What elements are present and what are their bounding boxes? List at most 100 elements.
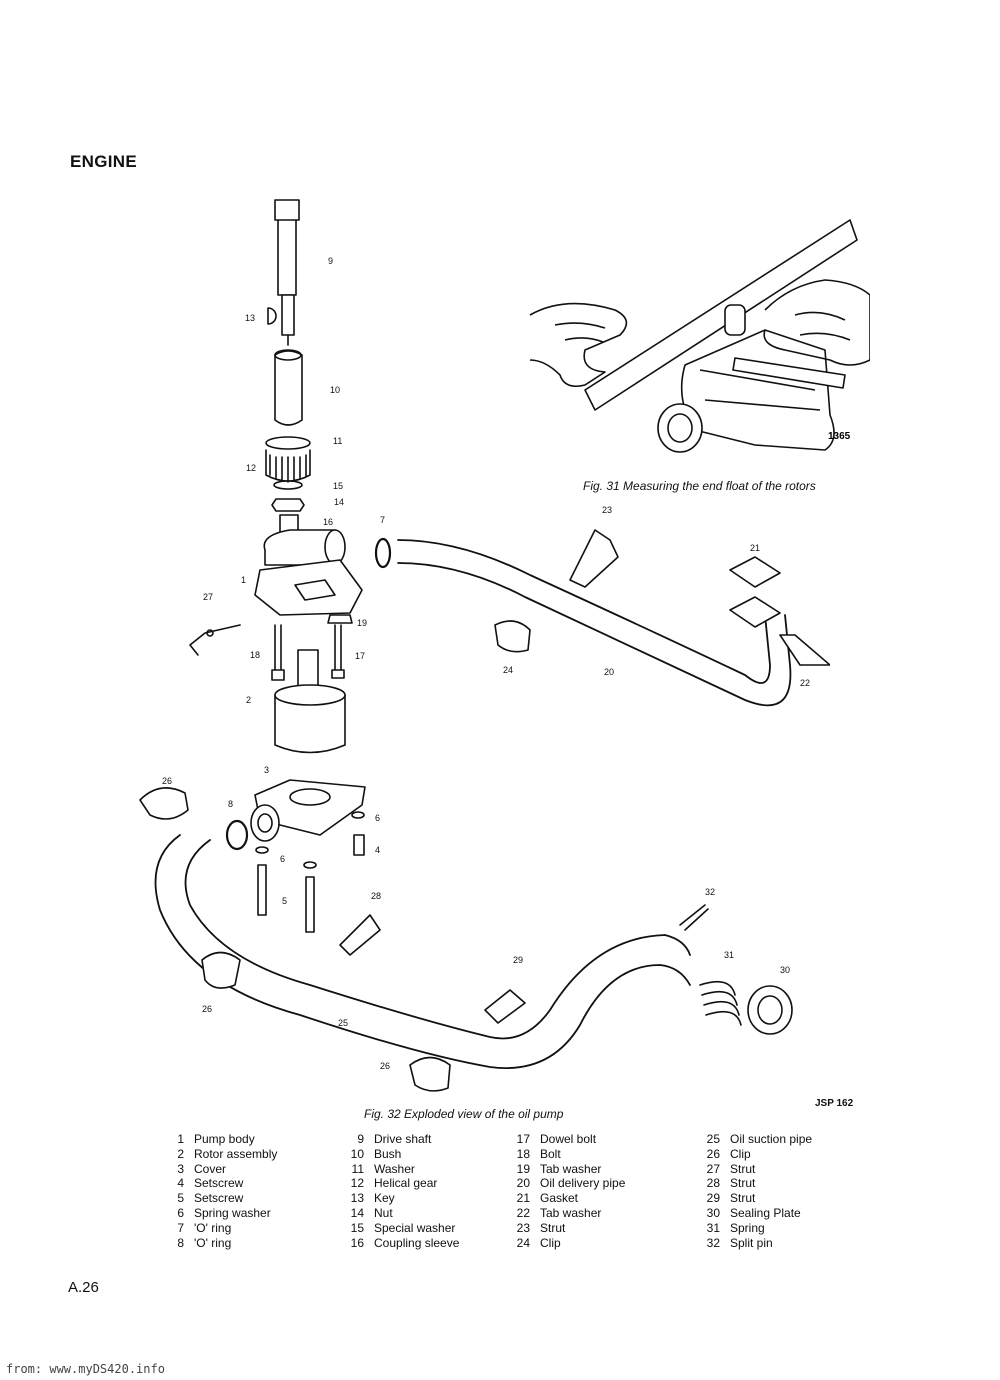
legend-item: 22 Tab washer (508, 1206, 625, 1221)
legend-number: 3 (177, 1161, 184, 1176)
legend-label: Drive shaft (374, 1132, 432, 1146)
legend-number: 26 (706, 1146, 720, 1161)
legend-label: Tab washer (540, 1205, 602, 1220)
legend-label: Key (374, 1191, 395, 1206)
callout-23: 23 (602, 505, 613, 515)
legend-label: Spring (730, 1220, 765, 1235)
legend-label: Strut (730, 1176, 756, 1191)
legend-number: 4 (177, 1176, 184, 1191)
legend-number: 14 (350, 1205, 364, 1220)
legend-label: Strut (540, 1220, 566, 1235)
legend-label: Oil delivery pipe (540, 1176, 626, 1191)
callout-12: 12 (246, 463, 257, 473)
legend-number: 20 (516, 1176, 530, 1191)
legend-number: 25 (706, 1132, 720, 1146)
callout-17: 17 (355, 651, 366, 661)
section-title: ENGINE (70, 152, 137, 171)
fig32-illustration (139, 199, 830, 1092)
callout-1: 1 (241, 575, 247, 585)
legend-item: 9 Drive shaft (342, 1132, 459, 1147)
callout-24: 24 (503, 665, 514, 675)
legend-item: 16 Coupling sleeve (342, 1235, 460, 1251)
legend-label: Special washer (374, 1220, 456, 1235)
legend-number: 1 (177, 1132, 184, 1146)
legend-label: Washer (374, 1161, 415, 1176)
legend-number: 27 (706, 1161, 720, 1176)
legend-label: Setscrew (194, 1176, 244, 1191)
page-number: A.26 (68, 1279, 99, 1296)
callout-2: 2 (246, 695, 252, 705)
legend-number: 6 (177, 1205, 184, 1220)
fig32-code: JSP 162 (815, 1098, 854, 1109)
legend-item: 20 Oil delivery pipe (508, 1176, 626, 1191)
legend-label: Strut (730, 1191, 756, 1206)
callout-26b: 26 (202, 1004, 213, 1014)
callout-3: 3 (264, 765, 270, 775)
legend-label: Rotor assembly (194, 1146, 278, 1161)
callout-28: 28 (371, 891, 382, 901)
legend-number: 9 (357, 1132, 364, 1146)
legend-label: Cover (194, 1161, 227, 1176)
legend-item: 25 Oil suction pipe (698, 1132, 812, 1147)
legend-label: 'O' ring (194, 1235, 232, 1250)
legend-label: Coupling sleeve (374, 1235, 460, 1250)
callout-21: 21 (750, 543, 761, 553)
callout-27: 27 (203, 592, 214, 602)
legend-item: 13 Key (342, 1191, 459, 1206)
fig32-caption: Fig. 32 Exploded view of the oil pump (364, 1107, 564, 1121)
legend-item: 8'O' ring (162, 1236, 277, 1251)
callout-30: 30 (780, 965, 791, 975)
legend-number: 17 (516, 1132, 530, 1146)
callout-6b: 6 (280, 854, 286, 864)
legend-item: 11 Washer (342, 1162, 459, 1177)
callout-26c: 26 (380, 1061, 391, 1071)
legend-label: Gasket (540, 1191, 579, 1206)
callout-6a: 6 (375, 813, 381, 823)
legend-number: 18 (516, 1146, 530, 1161)
legend-item: 6 Spring washer (162, 1206, 277, 1221)
callout-7: 7 (380, 515, 386, 525)
legend-item: 27 Strut (698, 1162, 812, 1177)
legend-label: Bush (374, 1146, 402, 1161)
callout-29: 29 (513, 955, 524, 965)
callout-14: 14 (334, 497, 345, 507)
legend-number: 5 (177, 1191, 184, 1206)
legend-label: Strut (730, 1161, 756, 1176)
legend-number: 24 (516, 1235, 530, 1250)
source-footer: from: www.myDS420.info (6, 1362, 165, 1376)
legend-number: 30 (706, 1205, 720, 1220)
legend-label: Spring washer (194, 1205, 271, 1220)
legend-number: 19 (516, 1161, 530, 1176)
callout-26a: 26 (162, 776, 173, 786)
callout-18: 18 (250, 650, 261, 660)
legend-label: Clip (540, 1235, 561, 1250)
legend-number: 22 (516, 1205, 530, 1220)
legend-item: 4 Setscrew (162, 1176, 277, 1191)
legend-number: 32 (706, 1235, 720, 1250)
legend-label: Pump body (194, 1132, 255, 1146)
legend-number: 13 (350, 1191, 364, 1206)
legend-number: 12 (350, 1176, 364, 1191)
callout-8: 8 (228, 799, 234, 809)
legend-number: 28 (706, 1176, 720, 1191)
legend-label: Sealing Plate (730, 1205, 801, 1220)
legend-number: 16 (350, 1235, 364, 1250)
legend-number: 11 (351, 1161, 364, 1176)
callout-31: 31 (724, 950, 735, 960)
legend-label: Oil suction pipe (730, 1132, 813, 1146)
